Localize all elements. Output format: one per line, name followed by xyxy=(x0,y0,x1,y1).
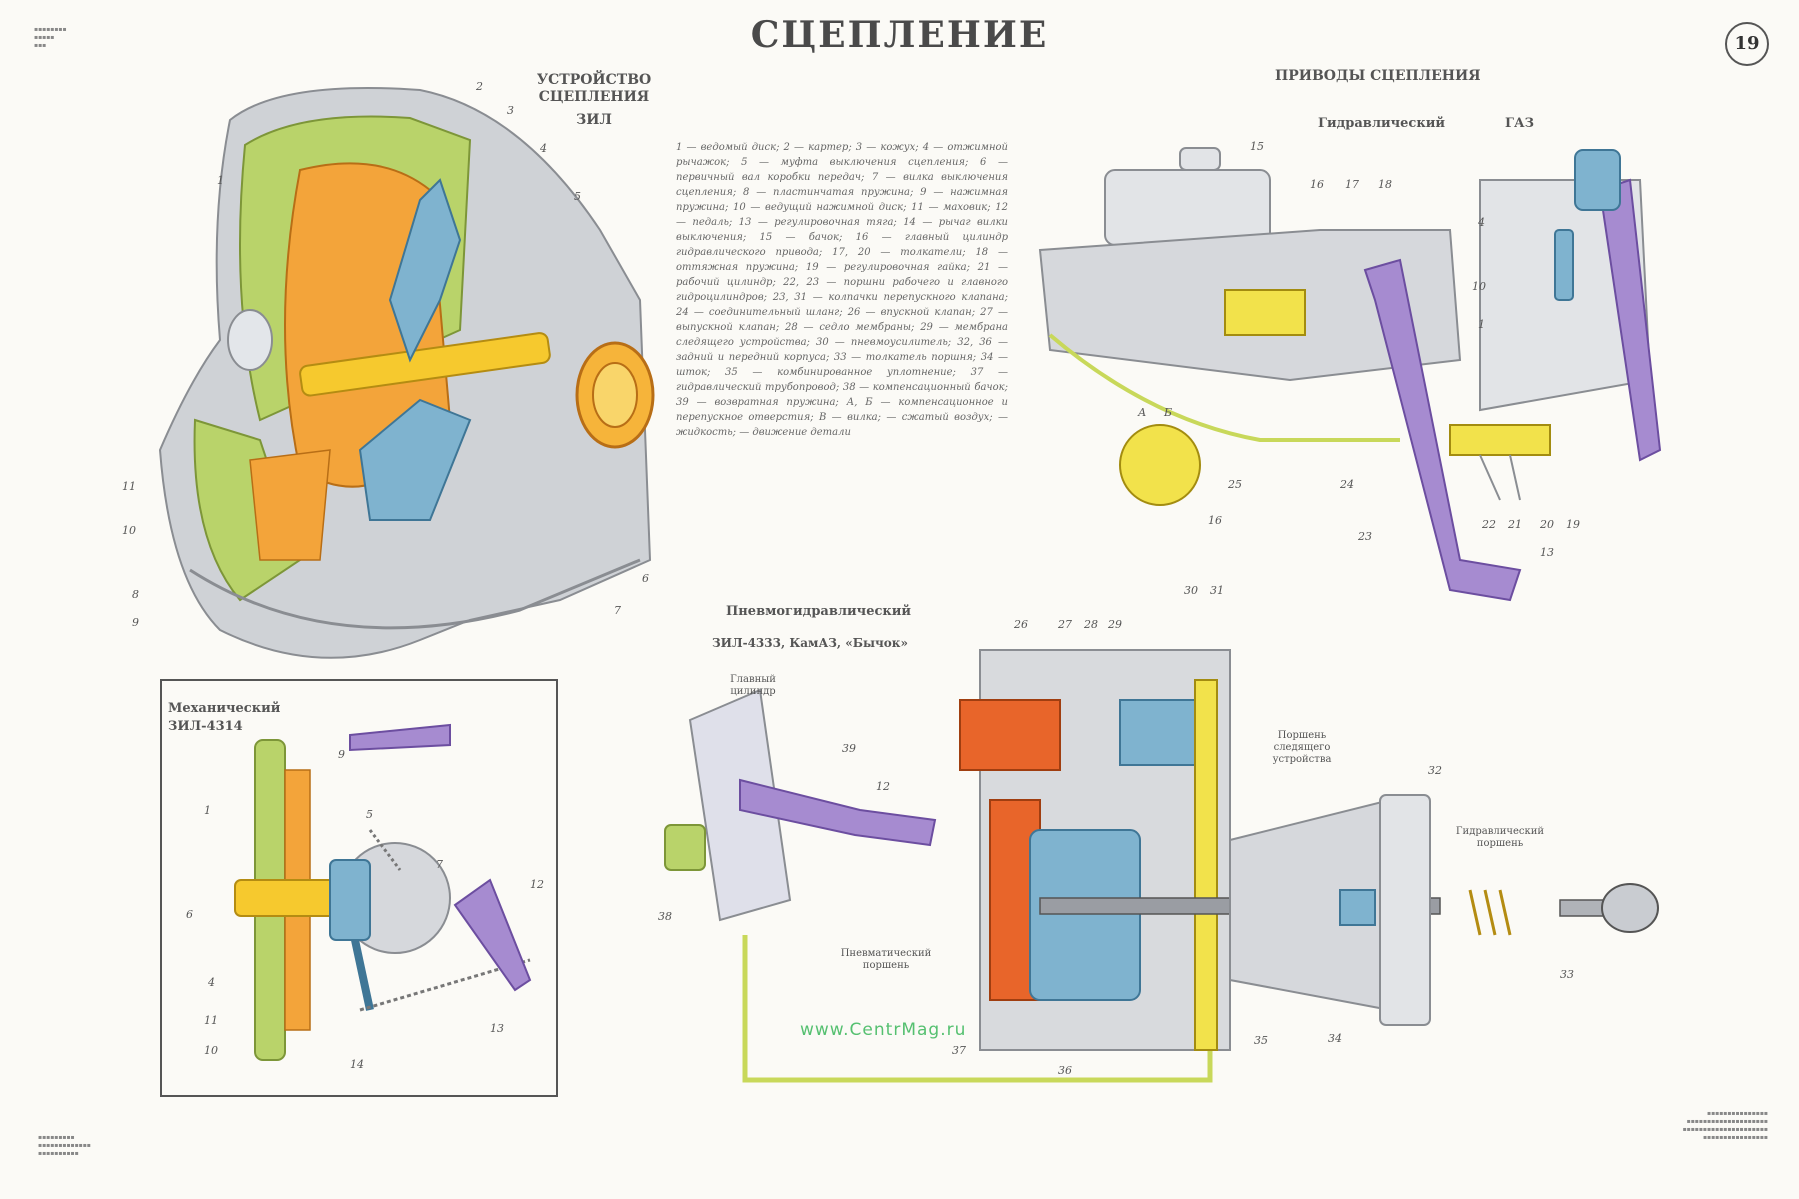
part-num: 4 xyxy=(1478,216,1485,229)
part-num: 6 xyxy=(186,908,193,921)
callout-hydraulic-piston: Гидравлический поршень xyxy=(1455,826,1545,849)
part-num: 37 xyxy=(952,1044,966,1057)
zil-clutch-cutaway xyxy=(158,87,655,659)
part-num: 7 xyxy=(614,604,621,617)
part-num: 34 xyxy=(1328,1032,1342,1045)
mechanical-heading: Механический ЗИЛ-4314 xyxy=(168,700,280,736)
mechanical-drive-zil xyxy=(234,723,532,1061)
pneumo-heading-line1: Пневмогидравлический xyxy=(726,604,912,619)
part-num: 4 xyxy=(208,976,215,989)
part-num: 22 xyxy=(1482,518,1496,531)
part-num: 5 xyxy=(366,808,373,821)
part-num: 36 xyxy=(1058,1064,1072,1077)
page-title: СЦЕПЛЕНИЕ xyxy=(750,14,1049,56)
part-num: 21 xyxy=(1508,518,1522,531)
mechanical-heading-line1: Механический xyxy=(168,701,281,716)
part-num: 1 xyxy=(1478,318,1485,331)
part-num: 27 xyxy=(1058,618,1072,631)
zil-heading-line3: ЗИЛ xyxy=(576,112,612,128)
gaz-drive-label: ГАЗ xyxy=(1505,116,1534,131)
part-num: 31 xyxy=(1210,584,1224,597)
hydraulic-drive-gaz xyxy=(1038,147,1662,602)
part-num: А xyxy=(1138,406,1147,419)
part-num: 29 xyxy=(1108,618,1122,631)
drives-heading: ПРИВОДЫ СЦЕПЛЕНИЯ xyxy=(1275,68,1481,84)
part-num: 14 xyxy=(350,1058,364,1071)
part-num: 10 xyxy=(204,1044,218,1057)
part-num: Б xyxy=(1164,406,1173,419)
part-num: 13 xyxy=(490,1022,504,1035)
part-num: 8 xyxy=(132,588,139,601)
part-num: 24 xyxy=(1340,478,1354,491)
sheet-number-badge: 19 xyxy=(1725,22,1769,66)
imprint-bottom-right: ▪▪▪▪▪▪▪▪▪▪▪▪▪▪▪▪▪▪▪▪▪▪▪▪▪▪▪▪▪▪▪▪▪▪▪▪▪▪▪▪… xyxy=(1682,1110,1768,1141)
watermark: www.CentrMag.ru xyxy=(800,1020,967,1040)
part-num: 5 xyxy=(574,190,581,203)
part-num: 1 xyxy=(204,804,211,817)
part-num: 17 xyxy=(1345,178,1359,191)
mechanical-drive-box xyxy=(160,679,558,1097)
part-num: 4 xyxy=(540,142,547,155)
mechanical-heading-line2: ЗИЛ-4314 xyxy=(168,719,243,734)
part-num: 35 xyxy=(1254,1034,1268,1047)
part-num: 3 xyxy=(507,104,514,117)
callout-follower-piston: Поршень следящего устройства xyxy=(1272,730,1332,765)
part-num: 2 xyxy=(476,80,483,93)
part-num: 9 xyxy=(338,748,345,761)
zil-heading-line1: УСТРОЙСТВО xyxy=(536,72,652,88)
part-num: 28 xyxy=(1084,618,1098,631)
part-num: 6 xyxy=(642,572,649,585)
part-num: 12 xyxy=(876,780,890,793)
zil-section-heading: УСТРОЙСТВО СЦЕПЛЕНИЯ ЗИЛ xyxy=(534,72,654,129)
part-num: 26 xyxy=(1014,618,1028,631)
part-num: 16 xyxy=(1310,178,1324,191)
part-num: 39 xyxy=(842,742,856,755)
part-num: 30 xyxy=(1184,584,1198,597)
imprint-top-left: ▪▪▪▪▪▪▪▪▪▪▪▪▪▪▪▪ xyxy=(34,26,67,49)
part-num: 11 xyxy=(122,480,136,493)
part-num: 12 xyxy=(530,878,544,891)
pneumohydraulic-drive xyxy=(664,649,1659,1083)
parts-legend: 1 — ведомый диск; 2 — картер; 3 — кожух;… xyxy=(676,142,1008,438)
callout-master-cylinder: Главный цилиндр xyxy=(730,674,776,697)
part-num: 7 xyxy=(436,858,443,871)
part-num: 1 xyxy=(217,174,224,187)
pneumo-heading-line2: ЗИЛ-4333, КамАЗ, «Бычок» xyxy=(712,636,908,650)
part-num: 18 xyxy=(1378,178,1392,191)
part-num: 19 xyxy=(1566,518,1580,531)
callout-pneumatic-piston: Пневматический поршень xyxy=(840,948,932,971)
part-num: 11 xyxy=(204,1014,218,1027)
part-num: 13 xyxy=(1540,546,1554,559)
part-num: 9 xyxy=(132,616,139,629)
part-num: 33 xyxy=(1560,968,1574,981)
part-num: 16 xyxy=(1208,514,1222,527)
part-num: 38 xyxy=(658,910,672,923)
part-num: 10 xyxy=(1472,280,1486,293)
part-num: 20 xyxy=(1540,518,1554,531)
part-num: 10 xyxy=(122,524,136,537)
part-num: 32 xyxy=(1428,764,1442,777)
zil-heading-line2: СЦЕПЛЕНИЯ xyxy=(538,89,650,105)
hydraulic-drive-label: Гидравлический xyxy=(1318,116,1446,131)
part-num: 25 xyxy=(1228,478,1242,491)
imprint-bottom-left: ▪▪▪▪▪▪▪▪▪▪▪▪▪▪▪▪▪▪▪▪▪▪▪▪▪▪▪▪▪▪▪▪ xyxy=(38,1134,91,1157)
part-num: 15 xyxy=(1250,140,1264,153)
part-num: 23 xyxy=(1358,530,1372,543)
